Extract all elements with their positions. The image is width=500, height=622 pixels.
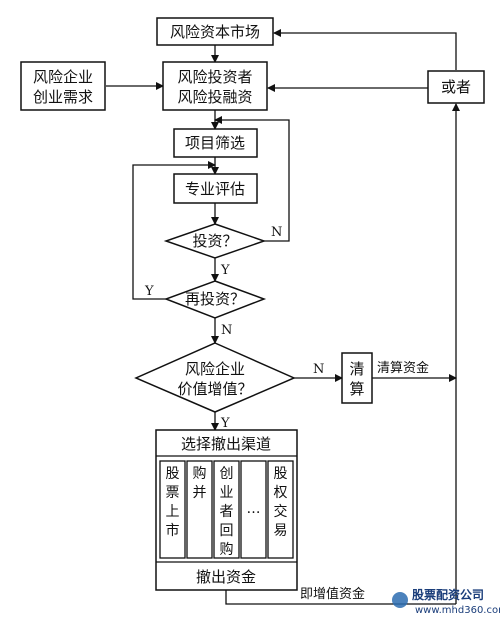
watermark-brand: 股票配资公司: [412, 587, 484, 602]
edge-invest-no-loop: [214, 116, 290, 242]
invest-decision: [163, 223, 267, 259]
exit-option-5: [267, 460, 294, 559]
watermark: 股票配资公司 www.mhd360.com: [392, 587, 500, 616]
watermark-logo-icon: [392, 592, 408, 608]
value-label-1: 风险企业: [185, 360, 245, 378]
withdraw-label: 撤出资金: [196, 568, 256, 586]
exit-option-1-char: 股: [166, 466, 180, 482]
exit-option-5-char: 权: [274, 485, 288, 501]
exit-option-3-char: 者: [220, 504, 234, 520]
demand-box: [20, 61, 106, 111]
invest-no-label: N: [271, 225, 282, 240]
exit-option-5-char: 股: [274, 466, 288, 482]
exit-option-2: [186, 460, 213, 559]
exit-option-1-char: 票: [166, 485, 180, 501]
investor-label-1: 风险投资者: [177, 68, 252, 86]
screen-box: [173, 128, 258, 158]
exit-option-3-char: 业: [220, 485, 234, 501]
reinvest-yes-label: Y: [144, 284, 154, 299]
evaluate-label: 专业评估: [185, 180, 245, 198]
liquidate-label-2: 算: [349, 380, 364, 398]
exit-option-1: [159, 460, 186, 559]
screen-label: 项目筛选: [185, 134, 245, 152]
edge-reinvest-yes-loop: [132, 161, 216, 300]
value-no-label: N: [313, 362, 324, 377]
exit-option-5-char: 交: [274, 503, 288, 520]
value-decision: [134, 342, 296, 413]
liquidate-funds-label: 清算资金: [377, 360, 429, 376]
appreciated-funds-label: 即增值资金: [300, 586, 365, 602]
reinvest-decision: [163, 280, 267, 319]
market-box: [156, 17, 274, 46]
market-label: 风险资本市场: [170, 23, 260, 41]
evaluate-box: [173, 173, 258, 204]
value-label-2: 价值增值？: [177, 380, 252, 398]
exit-option-3-char: 购: [220, 542, 234, 558]
watermark-url: www.mhd360.com: [415, 605, 500, 616]
exit-option-2-char: 并: [193, 485, 207, 501]
liquidate-label-1: 清: [349, 360, 364, 378]
invest-label: 投资？: [192, 232, 237, 250]
exit-channel-box: [155, 429, 298, 591]
demand-label-2: 创业需求: [33, 88, 93, 106]
exit-option-2-char: 购: [193, 466, 207, 482]
exit-option-1-char: 市: [166, 522, 180, 539]
exit-option-5-char: 易: [274, 523, 288, 539]
exit-option-3-char: 创: [220, 466, 234, 482]
investor-label-2: 风险投融资: [177, 88, 252, 106]
investor-box: [162, 61, 268, 111]
or-label: 或者: [441, 78, 471, 96]
invest-yes-label: Y: [220, 263, 230, 278]
exit-option-4: [240, 460, 267, 559]
exit-option-4-char: …: [247, 501, 261, 517]
reinvest-no-label: N: [221, 323, 232, 338]
value-yes-label: Y: [220, 416, 230, 431]
exit-title-label: 选择撤出渠道: [181, 435, 271, 453]
exit-option-1-char: 上: [166, 504, 180, 520]
liquidate-box: [341, 352, 373, 404]
exit-option-3: [213, 460, 240, 559]
exit-option-3-char: 回: [220, 523, 234, 539]
reinvest-label: 再投资？: [185, 290, 245, 308]
or-box: [427, 70, 485, 104]
demand-label-1: 风险企业: [33, 68, 93, 86]
edge-withdraw-funds: [225, 590, 456, 605]
edge-or-to-market: [273, 29, 457, 70]
